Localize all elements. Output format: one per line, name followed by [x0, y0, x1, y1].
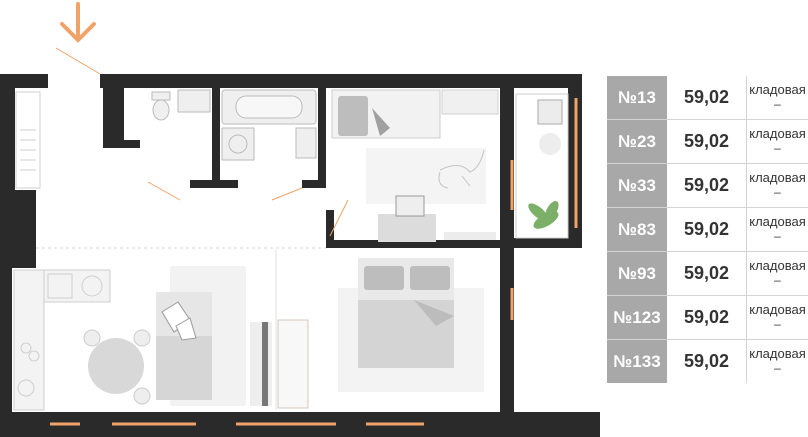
apartment-number: №33 — [607, 164, 667, 207]
small-room — [331, 89, 499, 242]
storage-label: кладовая — [749, 170, 806, 185]
table-row[interactable]: №23 59,02 кладовая – — [607, 120, 808, 164]
apartment-number: №133 — [607, 340, 667, 383]
apartment-table: №13 59,02 кладовая – №23 59,02 кладовая … — [607, 76, 808, 383]
storage-cell: кладовая – — [747, 340, 808, 383]
dining-table — [83, 329, 151, 405]
toilet-room — [151, 89, 211, 121]
apartment-area: 59,02 — [667, 252, 747, 295]
sofa — [156, 266, 246, 406]
apartment-area: 59,02 — [667, 208, 747, 251]
tv-stand — [250, 319, 309, 409]
kitchen — [13, 269, 111, 411]
apartment-area: 59,02 — [667, 120, 747, 163]
apartment-number: №93 — [607, 252, 667, 295]
door-arcs — [55, 47, 349, 237]
apartment-number: №83 — [607, 208, 667, 251]
table-row[interactable]: №123 59,02 кладовая – — [607, 296, 808, 340]
table-row[interactable]: №93 59,02 кладовая – — [607, 252, 808, 296]
bedroom — [338, 258, 484, 392]
storage-label: кладовая — [749, 82, 806, 97]
apartment-area: 59,02 — [667, 76, 747, 119]
table-row[interactable]: №13 59,02 кладовая – — [607, 76, 808, 120]
apartment-area: 59,02 — [667, 164, 747, 207]
bathroom — [221, 89, 317, 161]
plant-icon — [528, 200, 559, 229]
storage-label: кладовая — [749, 346, 806, 361]
storage-value: – — [774, 317, 781, 331]
storage-label: кладовая — [749, 258, 806, 273]
floor-plan — [0, 2, 600, 437]
storage-value: – — [774, 273, 781, 287]
storage-cell: кладовая – — [747, 296, 808, 339]
storage-cell: кладовая – — [747, 252, 808, 295]
table-row[interactable]: №33 59,02 кладовая – — [607, 164, 808, 208]
entrance-arrow-icon — [60, 2, 96, 43]
apartment-area: 59,02 — [667, 296, 747, 339]
table-row[interactable]: №83 59,02 кладовая – — [607, 208, 808, 252]
windows — [50, 98, 578, 426]
storage-value: – — [774, 97, 781, 111]
wardrobe — [15, 91, 41, 189]
storage-cell: кладовая – — [747, 76, 808, 119]
apartment-number: №123 — [607, 296, 667, 339]
storage-label: кладовая — [749, 214, 806, 229]
apartment-area: 59,02 — [667, 340, 747, 383]
table-row[interactable]: №133 59,02 кладовая – — [607, 340, 808, 383]
storage-cell: кладовая – — [747, 208, 808, 251]
storage-value: – — [774, 229, 781, 243]
storage-label: кладовая — [749, 126, 806, 141]
storage-cell: кладовая – — [747, 164, 808, 207]
apartment-number: №23 — [607, 120, 667, 163]
apartment-number: №13 — [607, 76, 667, 119]
storage-value: – — [774, 361, 781, 375]
inner-walls — [12, 88, 500, 268]
dog-icon — [438, 149, 485, 189]
storage-value: – — [774, 185, 781, 199]
storage-value: – — [774, 141, 781, 155]
storage-cell: кладовая – — [747, 120, 808, 163]
storage-label: кладовая — [749, 302, 806, 317]
